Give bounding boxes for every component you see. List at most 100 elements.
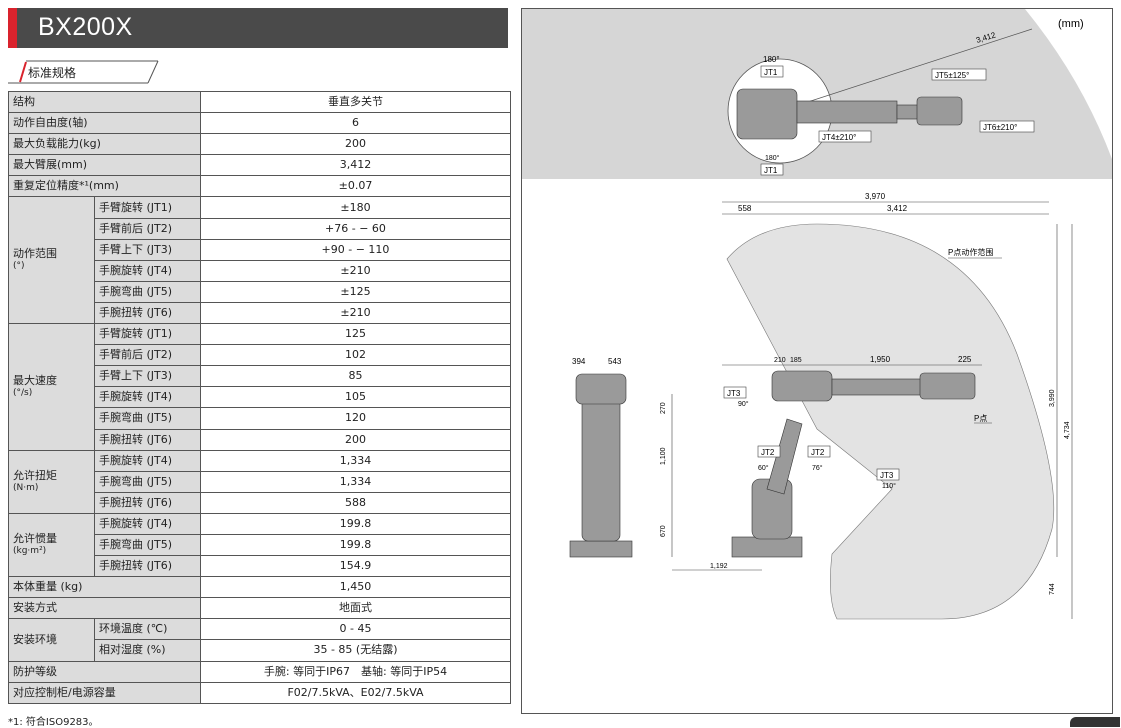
row-value: 手腕: 等同于IP67 基轴: 等同于IP54 [200, 660, 511, 683]
table-row: 重复定位精度*¹(mm) ±0.07 [8, 175, 511, 198]
sub-label: 手腕旋转 (JT4) [94, 512, 201, 535]
sub-label: 相对湿度 (%) [94, 639, 201, 662]
sub-label: 手腕扭转 (JT6) [94, 491, 201, 514]
jt3-down-angle: 110° [882, 482, 896, 490]
robot-side-view [731, 370, 976, 558]
group-title: 允许扭矩 [13, 468, 57, 482]
table-row: 允许扭矩(N·m) 手腕旋转 (JT4) 1,334 [8, 449, 511, 514]
row-value: ±0.07 [200, 175, 511, 198]
jt3-up-box [723, 386, 747, 399]
spec-table: 结构 垂直多关节 动作自由度(轴) 6 最大负载能力(kg) 200 最大臂展(… [8, 90, 511, 704]
dim-744: 744 [1049, 583, 1056, 595]
robot-front-view [569, 373, 633, 558]
sub-label: 手腕扭转 (JT6) [94, 555, 201, 578]
jt3-up: JT3 [727, 389, 741, 398]
jt6-box [979, 120, 1035, 133]
row-label: 结构 [8, 90, 201, 114]
row-label: 最大臂展(mm) [8, 154, 201, 177]
group-unit: (°/s) [13, 387, 33, 398]
sub-label: 手臂上下 (JT3) [94, 238, 201, 261]
row-value: F02/7.5kVA、E02/7.5kVA [200, 681, 511, 704]
table-row: 手臂前后 (JT2)102 [9, 344, 511, 367]
row-value: 199.8 [200, 533, 511, 557]
row-value: 105 [200, 386, 511, 409]
row-value: ±210 [200, 259, 511, 282]
group-title: 允许惯量 [13, 532, 57, 546]
row-value: 200 [200, 428, 511, 451]
title-bar: BX200X [8, 8, 508, 48]
group-unit: (°) [13, 261, 25, 272]
dim-reach: 3,412 [887, 204, 908, 213]
row-value: 102 [200, 344, 511, 367]
row-label: 动作自由度(轴) [8, 112, 201, 135]
tab-outline [8, 60, 159, 84]
jt1-box [760, 65, 784, 78]
footnote: *1: 符合ISO9283。 [8, 717, 99, 728]
dim-1192: 1,192 [710, 563, 728, 570]
dim-270: 270 [660, 402, 667, 414]
dim-total: 3,970 [865, 192, 886, 201]
dimension-drawing: (mm) 3,412 180° JT1 180° JT1 JT4±210° JT… [521, 8, 1113, 714]
row-value: 120 [200, 407, 511, 430]
dim-185: 185 [790, 357, 802, 364]
jt3-down: JT3 [880, 471, 894, 480]
table-row: 最大臂展(mm) 3,412 [8, 154, 511, 177]
dim-670: 670 [660, 525, 667, 537]
jt2-right: JT2 [811, 448, 825, 457]
table-row: 手腕弯曲 (JT5)±125 [9, 280, 511, 303]
sub-label: 手腕扭转 (JT6) [94, 301, 201, 325]
table-row: 手腕旋转 (JT4)±210 [9, 259, 511, 282]
table-row: 防护等级 手腕: 等同于IP67 基轴: 等同于IP54 [8, 660, 511, 683]
sub-label: 手臂旋转 (JT1) [94, 323, 201, 346]
dim-4734: 4,734 [1064, 421, 1071, 439]
sub-label: 手腕弯曲 (JT5) [94, 470, 201, 493]
table-row: 手腕旋转 (JT4)105 [9, 386, 511, 409]
row-value: 200 [200, 133, 511, 156]
row-value: 地面式 [200, 597, 511, 620]
table-row: 安装方式 地面式 [8, 597, 511, 620]
row-value: ±125 [200, 280, 511, 303]
dim-1100: 1,100 [660, 447, 667, 465]
scroll-handle[interactable] [1070, 717, 1120, 727]
jt3-up-angle: 90° [738, 400, 749, 408]
sub-label: 手臂前后 (JT2) [94, 344, 201, 367]
row-value: 1,334 [200, 449, 511, 472]
row-value: 35 - 85 (无结露) [200, 639, 511, 662]
dim-394: 394 [572, 357, 586, 366]
row-value: 1,450 [200, 576, 511, 599]
dim-1950: 1,950 [870, 355, 891, 364]
dim-210: 210 [774, 357, 786, 364]
drawing-svg: (mm) 3,412 180° JT1 180° JT1 JT4±210° JT… [522, 9, 1112, 620]
row-value: 154.9 [200, 555, 511, 578]
unit-label: (mm) [1058, 18, 1084, 30]
table-row: 手臂前后 (JT2)+76 - − 60 [9, 217, 511, 240]
group-label: 允许惯量(kg·m²) [8, 512, 95, 578]
sub-label: 环境温度 (℃) [94, 618, 201, 641]
jt2-right-angle: 76° [812, 464, 823, 472]
group-title: 最大速度 [13, 373, 57, 387]
group-title: 动作范围 [13, 247, 57, 261]
row-label: 对应控制柜/电源容量 [8, 681, 201, 704]
row-label: 安装方式 [8, 597, 201, 620]
jt1-label: JT1 [764, 68, 778, 77]
table-row: 安装环境 环境温度 (℃) 0 - 45 [8, 618, 511, 662]
row-value: 垂直多关节 [200, 90, 511, 114]
table-row: 结构 垂直多关节 [8, 90, 511, 114]
row-label: 防护等级 [8, 660, 201, 683]
row-value: ±210 [200, 301, 511, 325]
table-row: 手臂上下 (JT3)+90 - − 110 [9, 238, 511, 261]
group-label: 安装环境 [8, 618, 95, 662]
jt5-label: JT5±125° [935, 71, 969, 80]
row-value: 199.8 [200, 512, 511, 535]
row-value: 588 [200, 491, 511, 514]
sub-label: 手臂前后 (JT2) [94, 217, 201, 240]
sub-label: 手腕旋转 (JT4) [94, 386, 201, 409]
p-range-area [726, 223, 1055, 620]
table-row: 动作范围(°) 手臂旋转 (JT1) ±180 [8, 196, 511, 325]
table-row: 最大负载能力(kg) 200 [8, 133, 511, 156]
jt1-bottom-box [760, 163, 784, 176]
sub-label: 手腕弯曲 (JT5) [94, 407, 201, 430]
row-label: 本体重量 (kg) [8, 576, 201, 599]
group-label: 允许扭矩(N·m) [8, 449, 95, 514]
table-row: 本体重量 (kg) 1,450 [8, 576, 511, 599]
